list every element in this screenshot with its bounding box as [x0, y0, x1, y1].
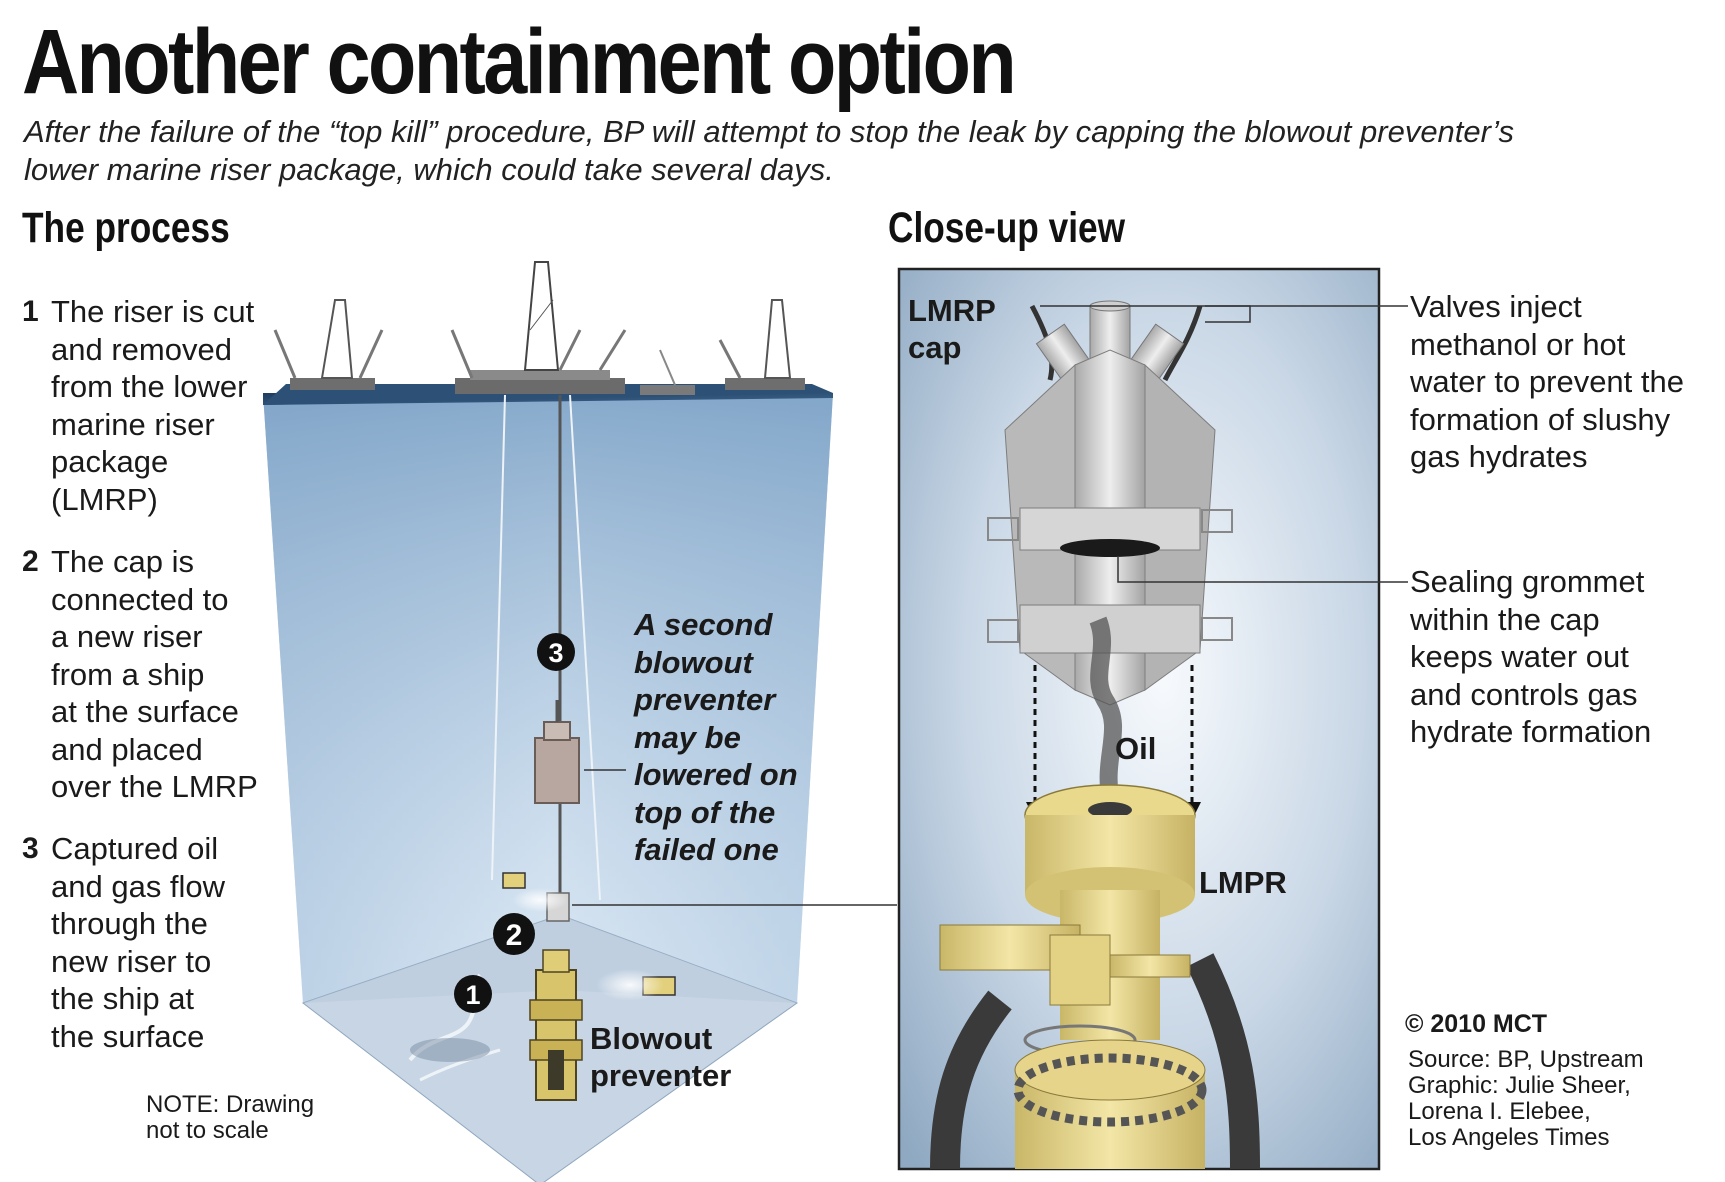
second-bop-note-line: failed one: [634, 832, 779, 867]
oil-plume: [1089, 616, 1123, 808]
ship-right: [718, 299, 805, 390]
page-title: Another containment option: [22, 11, 1017, 113]
step-3-line: the ship at: [51, 981, 195, 1016]
lmrp-cap-label: LMRP cap: [908, 292, 996, 366]
oil-label: Oil: [1115, 731, 1157, 766]
lmpr-hose-left: [930, 990, 1012, 1170]
step-3-text: Captured oil and gas flow through the ne…: [51, 830, 225, 1055]
blowout-preventer-label: Blowout preventer: [590, 1020, 731, 1094]
blowout-label-line: preventer: [590, 1058, 732, 1093]
step-3-line: through the: [51, 906, 208, 941]
step-1-number: 1: [22, 295, 39, 328]
step-3-line: Captured oil: [51, 831, 219, 866]
lmpr-stack: [939, 784, 1207, 1169]
valves-callout-line: Valves inject: [1410, 289, 1582, 324]
grommet-callout-line: hydrate formation: [1410, 714, 1652, 749]
valves-callout-line: gas hydrates: [1410, 439, 1588, 474]
marker-2: 2: [493, 913, 535, 955]
credit-line: Source: BP, Upstream: [1408, 1046, 1644, 1073]
water-column-shade: [263, 393, 833, 1003]
grommet-callout-line: Sealing grommet: [1410, 564, 1645, 599]
step-1-line: and removed: [51, 331, 232, 367]
step-3-line: the surface: [51, 1018, 205, 1054]
step-1-line: from the lower: [51, 369, 248, 404]
scale-note-line: NOTE: Drawing: [146, 1091, 315, 1118]
step-2-line: from a ship: [51, 656, 205, 692]
lmrp-cap-label-line: LMRP: [908, 293, 996, 328]
valves-callout-line: formation of slushy: [1410, 401, 1671, 437]
step-2-line: connected to: [51, 581, 229, 617]
ship-left: [273, 299, 384, 390]
step-2-line: over the LMRP: [51, 769, 258, 804]
valves-callout-line: methanol or hot: [1410, 326, 1626, 362]
scale-note: NOTE: Drawing not to scale: [146, 1092, 314, 1144]
process-heading: The process: [22, 204, 230, 252]
marker-1: 1: [454, 975, 492, 1013]
step-1-text: The riser is cut and removed from the lo…: [51, 293, 254, 518]
rov-right: [596, 969, 676, 1001]
ship-small: [640, 349, 695, 395]
rov-left: [502, 872, 568, 912]
credit-line: Graphic: Julie Sheer,: [1408, 1072, 1631, 1099]
step-1-line: package: [51, 444, 169, 479]
scale-note-line: not to scale: [146, 1117, 269, 1144]
second-bop-note-line: lowered on: [634, 757, 798, 792]
step-2-number: 2: [22, 545, 39, 578]
step-3-number: 3: [22, 832, 39, 865]
marker-1-text: 1: [465, 980, 480, 1010]
step-1-line: (LMRP): [51, 481, 158, 517]
valves-callout: Valves inject methanol or hot water to p…: [1410, 288, 1684, 476]
ship-center: [450, 261, 627, 394]
credit-line: Los Angeles Times: [1408, 1124, 1610, 1151]
second-bop-note-line: may be: [634, 719, 741, 755]
subtitle-line-2: lower marine riser package, which could …: [24, 152, 834, 187]
step-2-line: a new riser: [51, 619, 203, 654]
blowout-preventer: [529, 949, 583, 1101]
second-bop-note-line: blowout: [634, 644, 753, 680]
second-bop-note-line: top of the: [634, 794, 776, 830]
second-bop-note: A second blowout preventer may be lowere…: [634, 606, 798, 869]
valves-bracket: [1205, 305, 1251, 323]
guide-line: [491, 394, 506, 881]
subtitle-line-1: After the failure of the “top kill” proc…: [24, 114, 1514, 149]
grommet-callout-line: keeps water out: [1410, 639, 1629, 674]
step-2-line: The cap is: [51, 544, 195, 579]
second-bop-note-line: preventer: [634, 682, 776, 717]
marker-3: 3: [537, 633, 575, 671]
valve-hose-right: [1162, 305, 1203, 382]
blowout-label-line: Blowout: [590, 1021, 713, 1056]
step-2-text: The cap is connected to a new riser from…: [51, 543, 258, 806]
grommet-callout-line: and controls gas: [1410, 676, 1638, 712]
marker-2-text: 2: [506, 919, 523, 952]
step-3-line: and gas flow: [51, 868, 226, 904]
step-3-line: new riser to: [51, 943, 212, 979]
valves-callout-line: water to prevent the: [1410, 364, 1684, 399]
second-bop-note-line: A second: [634, 607, 773, 642]
grommet-callout-line: within the cap: [1410, 601, 1600, 637]
second-bop: [534, 700, 580, 804]
lmpr-label: LMPR: [1199, 865, 1287, 900]
credit-line: Lorena I. Elebee,: [1408, 1098, 1591, 1125]
step-2-line: and placed: [51, 731, 203, 767]
step-1-line: The riser is cut: [51, 294, 255, 329]
cut-riser-debris: [419, 1048, 501, 1082]
guide-line: [569, 394, 601, 901]
step-1-line: marine riser: [51, 406, 215, 442]
closeup-heading: Close-up view: [888, 204, 1126, 252]
step-2-line: at the surface: [51, 694, 239, 729]
marker-3-text: 3: [548, 638, 563, 668]
copyright: © 2010 MCT: [1405, 1010, 1548, 1038]
seafloor-shadow: [410, 1038, 490, 1062]
lmpr-hose-right: [1186, 953, 1260, 1170]
credits-block: Source: BP, Upstream Graphic: Julie Shee…: [1408, 1047, 1644, 1151]
lmrp-cap-label-line: cap: [908, 330, 962, 365]
grommet-leader: [1117, 556, 1408, 583]
grommet-callout: Sealing grommet within the cap keeps wat…: [1410, 563, 1651, 751]
